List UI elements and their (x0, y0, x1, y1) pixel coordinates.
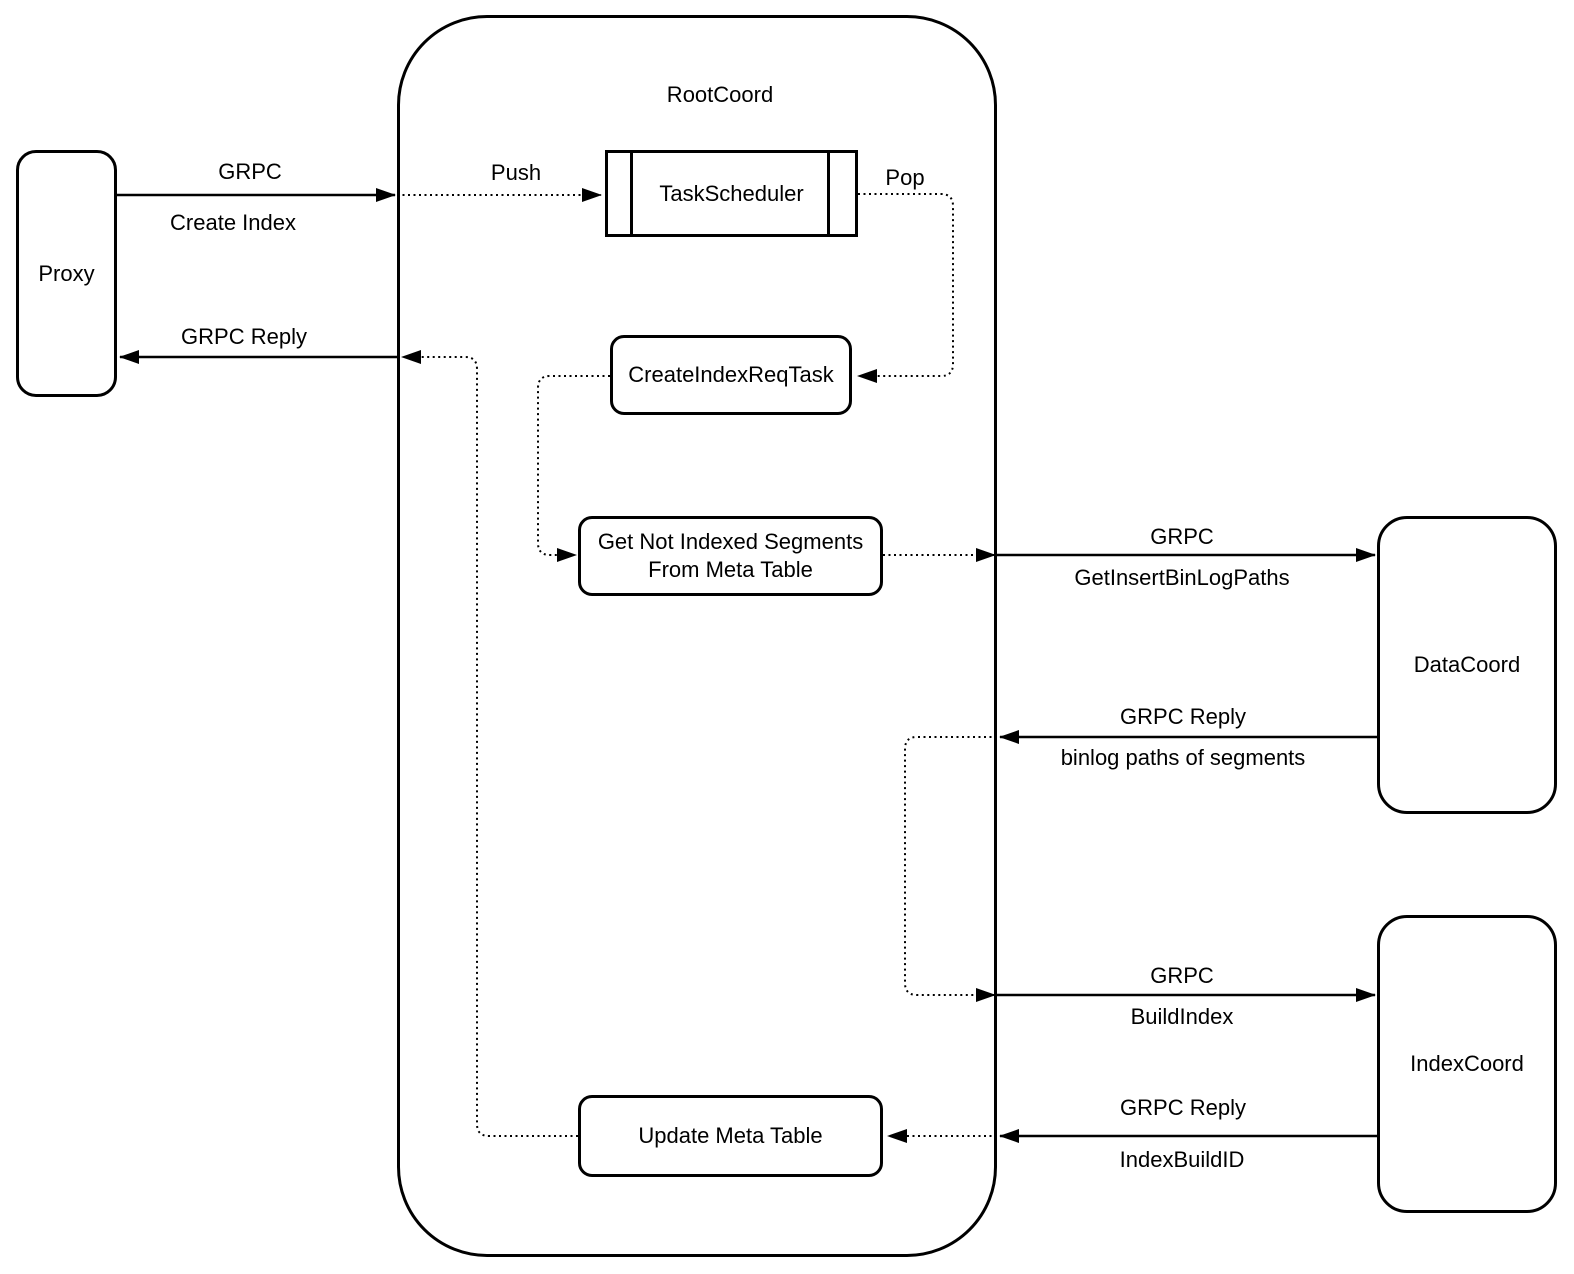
datacoord-node: DataCoord (1377, 516, 1557, 814)
proxy-node: Proxy (16, 150, 117, 397)
create-index-req-task-node: CreateIndexReqTask (610, 335, 852, 415)
edge-label-binlog-paths-of-segments: binlog paths of segments (1058, 745, 1308, 771)
indexcoord-label: IndexCoord (1410, 1051, 1524, 1076)
rootcoord-container: RootCoord (397, 15, 997, 1257)
edge-label-grpc-reply-proxy: GRPC Reply (179, 324, 309, 350)
create-index-req-task-label: CreateIndexReqTask (628, 362, 834, 387)
task-scheduler-right-bar (827, 150, 830, 237)
get-not-indexed-segments-node: Get Not Indexed Segments From Meta Table (578, 516, 883, 596)
datacoord-label: DataCoord (1413, 652, 1521, 677)
edge-label-push: Push (488, 160, 544, 186)
task-scheduler-label: TaskScheduler (659, 180, 804, 206)
proxy-label: Proxy (38, 260, 95, 286)
rootcoord-title: RootCoord (666, 82, 774, 107)
task-scheduler-left-bar (630, 150, 633, 237)
update-meta-table-node: Update Meta Table (578, 1095, 883, 1177)
edge-label-create-index: Create Index (168, 210, 298, 236)
edge-label-pop: Pop (883, 165, 927, 191)
task-scheduler-node: TaskScheduler (605, 150, 858, 237)
edge-label-index-build-id: IndexBuildID (1117, 1147, 1247, 1173)
edge-label-grpc: GRPC (216, 159, 284, 185)
get-not-indexed-segments-label: Get Not Indexed Segments From Meta Table (597, 529, 864, 582)
edge-label-get-insert-binlog-paths: GetInsertBinLogPaths (1072, 565, 1292, 591)
edge-label-grpc-reply-datacoord: GRPC Reply (1118, 704, 1248, 730)
update-meta-table-label: Update Meta Table (638, 1123, 823, 1148)
edge-label-grpc-reply-indexcoord: GRPC Reply (1118, 1095, 1248, 1121)
edge-label-grpc-datacoord: GRPC (1148, 524, 1216, 550)
edge-label-build-index: BuildIndex (1128, 1004, 1236, 1030)
indexcoord-node: IndexCoord (1377, 915, 1557, 1213)
edge-label-grpc-indexcoord: GRPC (1148, 963, 1216, 989)
